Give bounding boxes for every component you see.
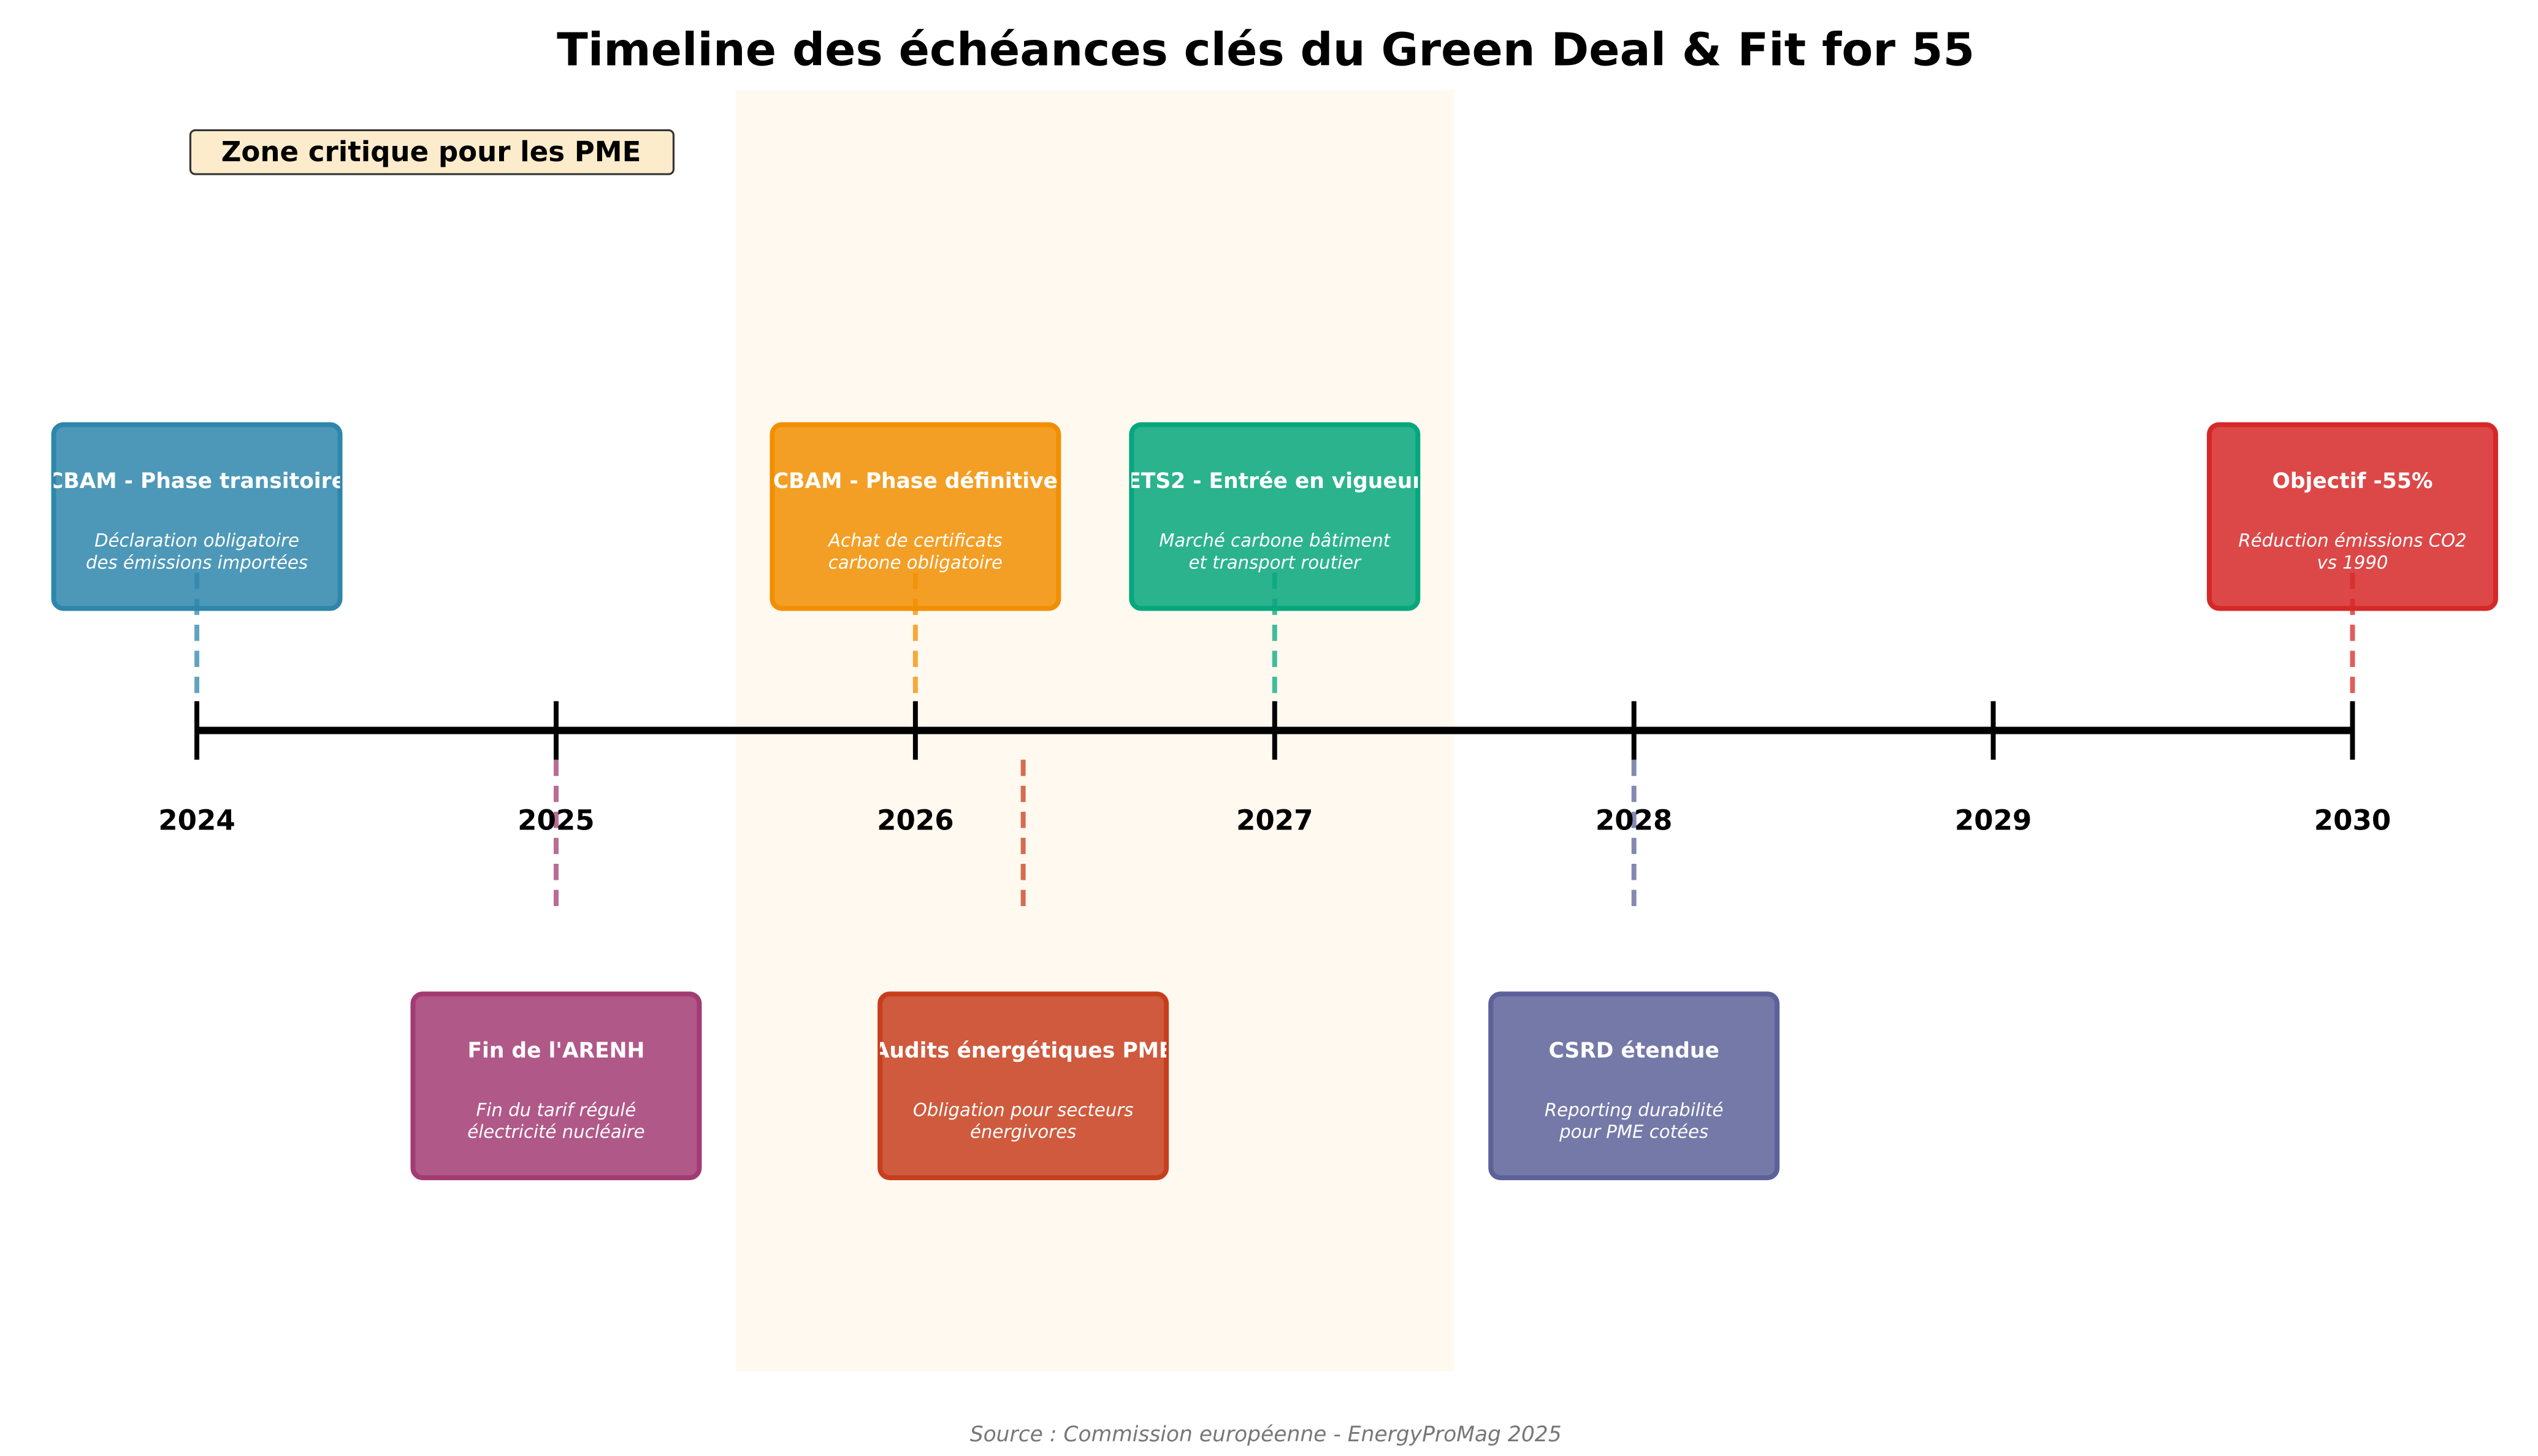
event-title: CBAM - Phase définitive bbox=[773, 469, 1058, 494]
event-1: Fin de l'ARENH Fin du tarif réguléélectri… bbox=[410, 760, 702, 1181]
year-label: 2026 bbox=[877, 804, 954, 836]
event-box bbox=[51, 422, 343, 611]
event-title: Audits énergétiques PME bbox=[873, 1039, 1174, 1063]
zone-label: Zone critique pour les PME bbox=[221, 135, 641, 168]
event-box bbox=[1129, 422, 1421, 611]
year-label: 2029 bbox=[1955, 804, 2032, 836]
event-description: énergivores bbox=[970, 1121, 1076, 1142]
event-description: électricité nucléaire bbox=[467, 1121, 644, 1142]
year-label: 2024 bbox=[158, 804, 235, 836]
event-description: Obligation pour secteurs bbox=[913, 1099, 1134, 1120]
event-description: pour PME cotées bbox=[1559, 1121, 1708, 1142]
event-description: Reporting durabilité bbox=[1545, 1099, 1724, 1120]
event-box bbox=[2207, 422, 2498, 611]
event-title: Fin de l'ARENH bbox=[467, 1039, 644, 1063]
event-description: et transport routier bbox=[1188, 552, 1362, 573]
event-box bbox=[877, 991, 1169, 1181]
event-description: Réduction émissions CO2 bbox=[2238, 530, 2466, 551]
chart-title: Timeline des échéances clés du Green Dea… bbox=[557, 23, 1974, 76]
event-description: Achat de certificats bbox=[827, 530, 1003, 551]
event-text: Audits énergétiques PME Obligation pour s… bbox=[873, 1039, 1174, 1142]
year-label: 2027 bbox=[1236, 804, 1313, 836]
event-description: Fin du tarif régulé bbox=[476, 1099, 636, 1120]
event-3: Audits énergétiques PME Obligation pour s… bbox=[873, 760, 1174, 1181]
year-label: 2030 bbox=[2314, 804, 2391, 836]
source-note: Source : Commission européenne - EnergyP… bbox=[970, 1422, 1562, 1447]
event-description: carbone obligatoire bbox=[828, 552, 1003, 573]
event-description: Déclaration obligatoire bbox=[94, 530, 299, 551]
event-description: des émissions importées bbox=[86, 552, 308, 573]
event-box bbox=[770, 422, 1061, 611]
year-label: 2028 bbox=[1596, 804, 1673, 836]
event-text: Fin de l'ARENH Fin du tarif réguléélectri… bbox=[467, 1039, 644, 1142]
event-description: vs 1990 bbox=[2317, 552, 2388, 573]
event-title: Objectif -55% bbox=[2272, 469, 2433, 494]
event-title: CBAM - Phase transitoire bbox=[48, 469, 346, 494]
event-title: CSRD étendue bbox=[1548, 1039, 1719, 1063]
event-box bbox=[1488, 991, 1780, 1181]
year-label: 2025 bbox=[518, 804, 595, 836]
event-title: ETS2 - Entrée en vigueur bbox=[1126, 469, 1423, 494]
zone-label-box bbox=[189, 129, 675, 175]
event-description: Marché carbone bâtiment bbox=[1159, 530, 1391, 551]
event-box bbox=[410, 991, 702, 1181]
